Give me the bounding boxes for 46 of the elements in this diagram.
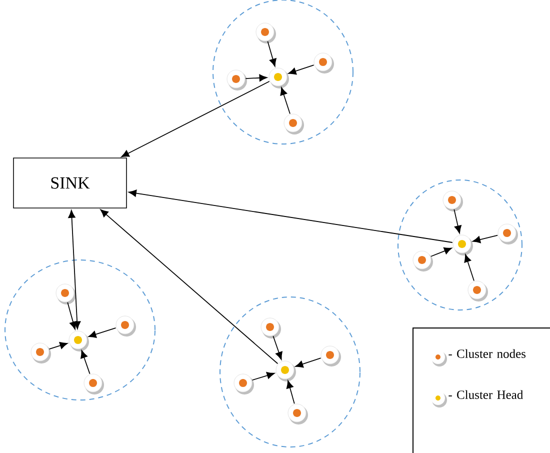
sensor-node xyxy=(116,316,136,336)
cluster-head xyxy=(268,68,289,88)
arrow xyxy=(128,190,453,243)
cluster-head xyxy=(68,330,89,352)
sensor-node xyxy=(314,52,334,74)
cluster-head xyxy=(276,360,296,382)
arrow xyxy=(68,210,81,330)
arrow xyxy=(454,209,462,234)
sensor-node xyxy=(412,250,433,272)
arrow xyxy=(288,64,314,75)
sensor-node xyxy=(284,114,304,134)
sensor-node xyxy=(260,318,281,338)
sensor-node xyxy=(320,346,341,366)
arrow xyxy=(121,80,270,158)
arrow xyxy=(295,358,322,368)
arrow xyxy=(430,247,452,257)
sensor-node xyxy=(468,280,488,302)
legend-text: - Cluster Head xyxy=(448,390,524,399)
sensor-node xyxy=(256,22,276,44)
sensor-node xyxy=(56,284,76,304)
arrow xyxy=(80,350,90,374)
arrow xyxy=(267,40,276,67)
cluster-boundary xyxy=(212,0,354,144)
arrow xyxy=(100,209,278,364)
arrow xyxy=(280,87,290,114)
cluster-boundary xyxy=(4,260,156,400)
cluster-boundary xyxy=(220,296,360,448)
sensor-node xyxy=(84,374,104,394)
sensor-node xyxy=(498,224,518,244)
arrow xyxy=(245,74,268,82)
cluster-boundary xyxy=(398,180,522,310)
arrow xyxy=(272,336,282,360)
arrow xyxy=(48,342,68,350)
arrow xyxy=(286,380,295,404)
arrow xyxy=(464,254,474,282)
sensor-node xyxy=(442,190,463,212)
sensor-node xyxy=(234,374,254,394)
sensor-node xyxy=(288,404,308,424)
cluster-head xyxy=(452,234,473,256)
arrow xyxy=(472,234,498,244)
sensor-node xyxy=(226,70,247,90)
arrow xyxy=(88,328,116,338)
legend-text: - Cluster nodes xyxy=(448,349,526,358)
sink-box: SINK xyxy=(13,158,127,208)
sensor-node xyxy=(30,342,51,364)
arrow xyxy=(252,372,275,381)
